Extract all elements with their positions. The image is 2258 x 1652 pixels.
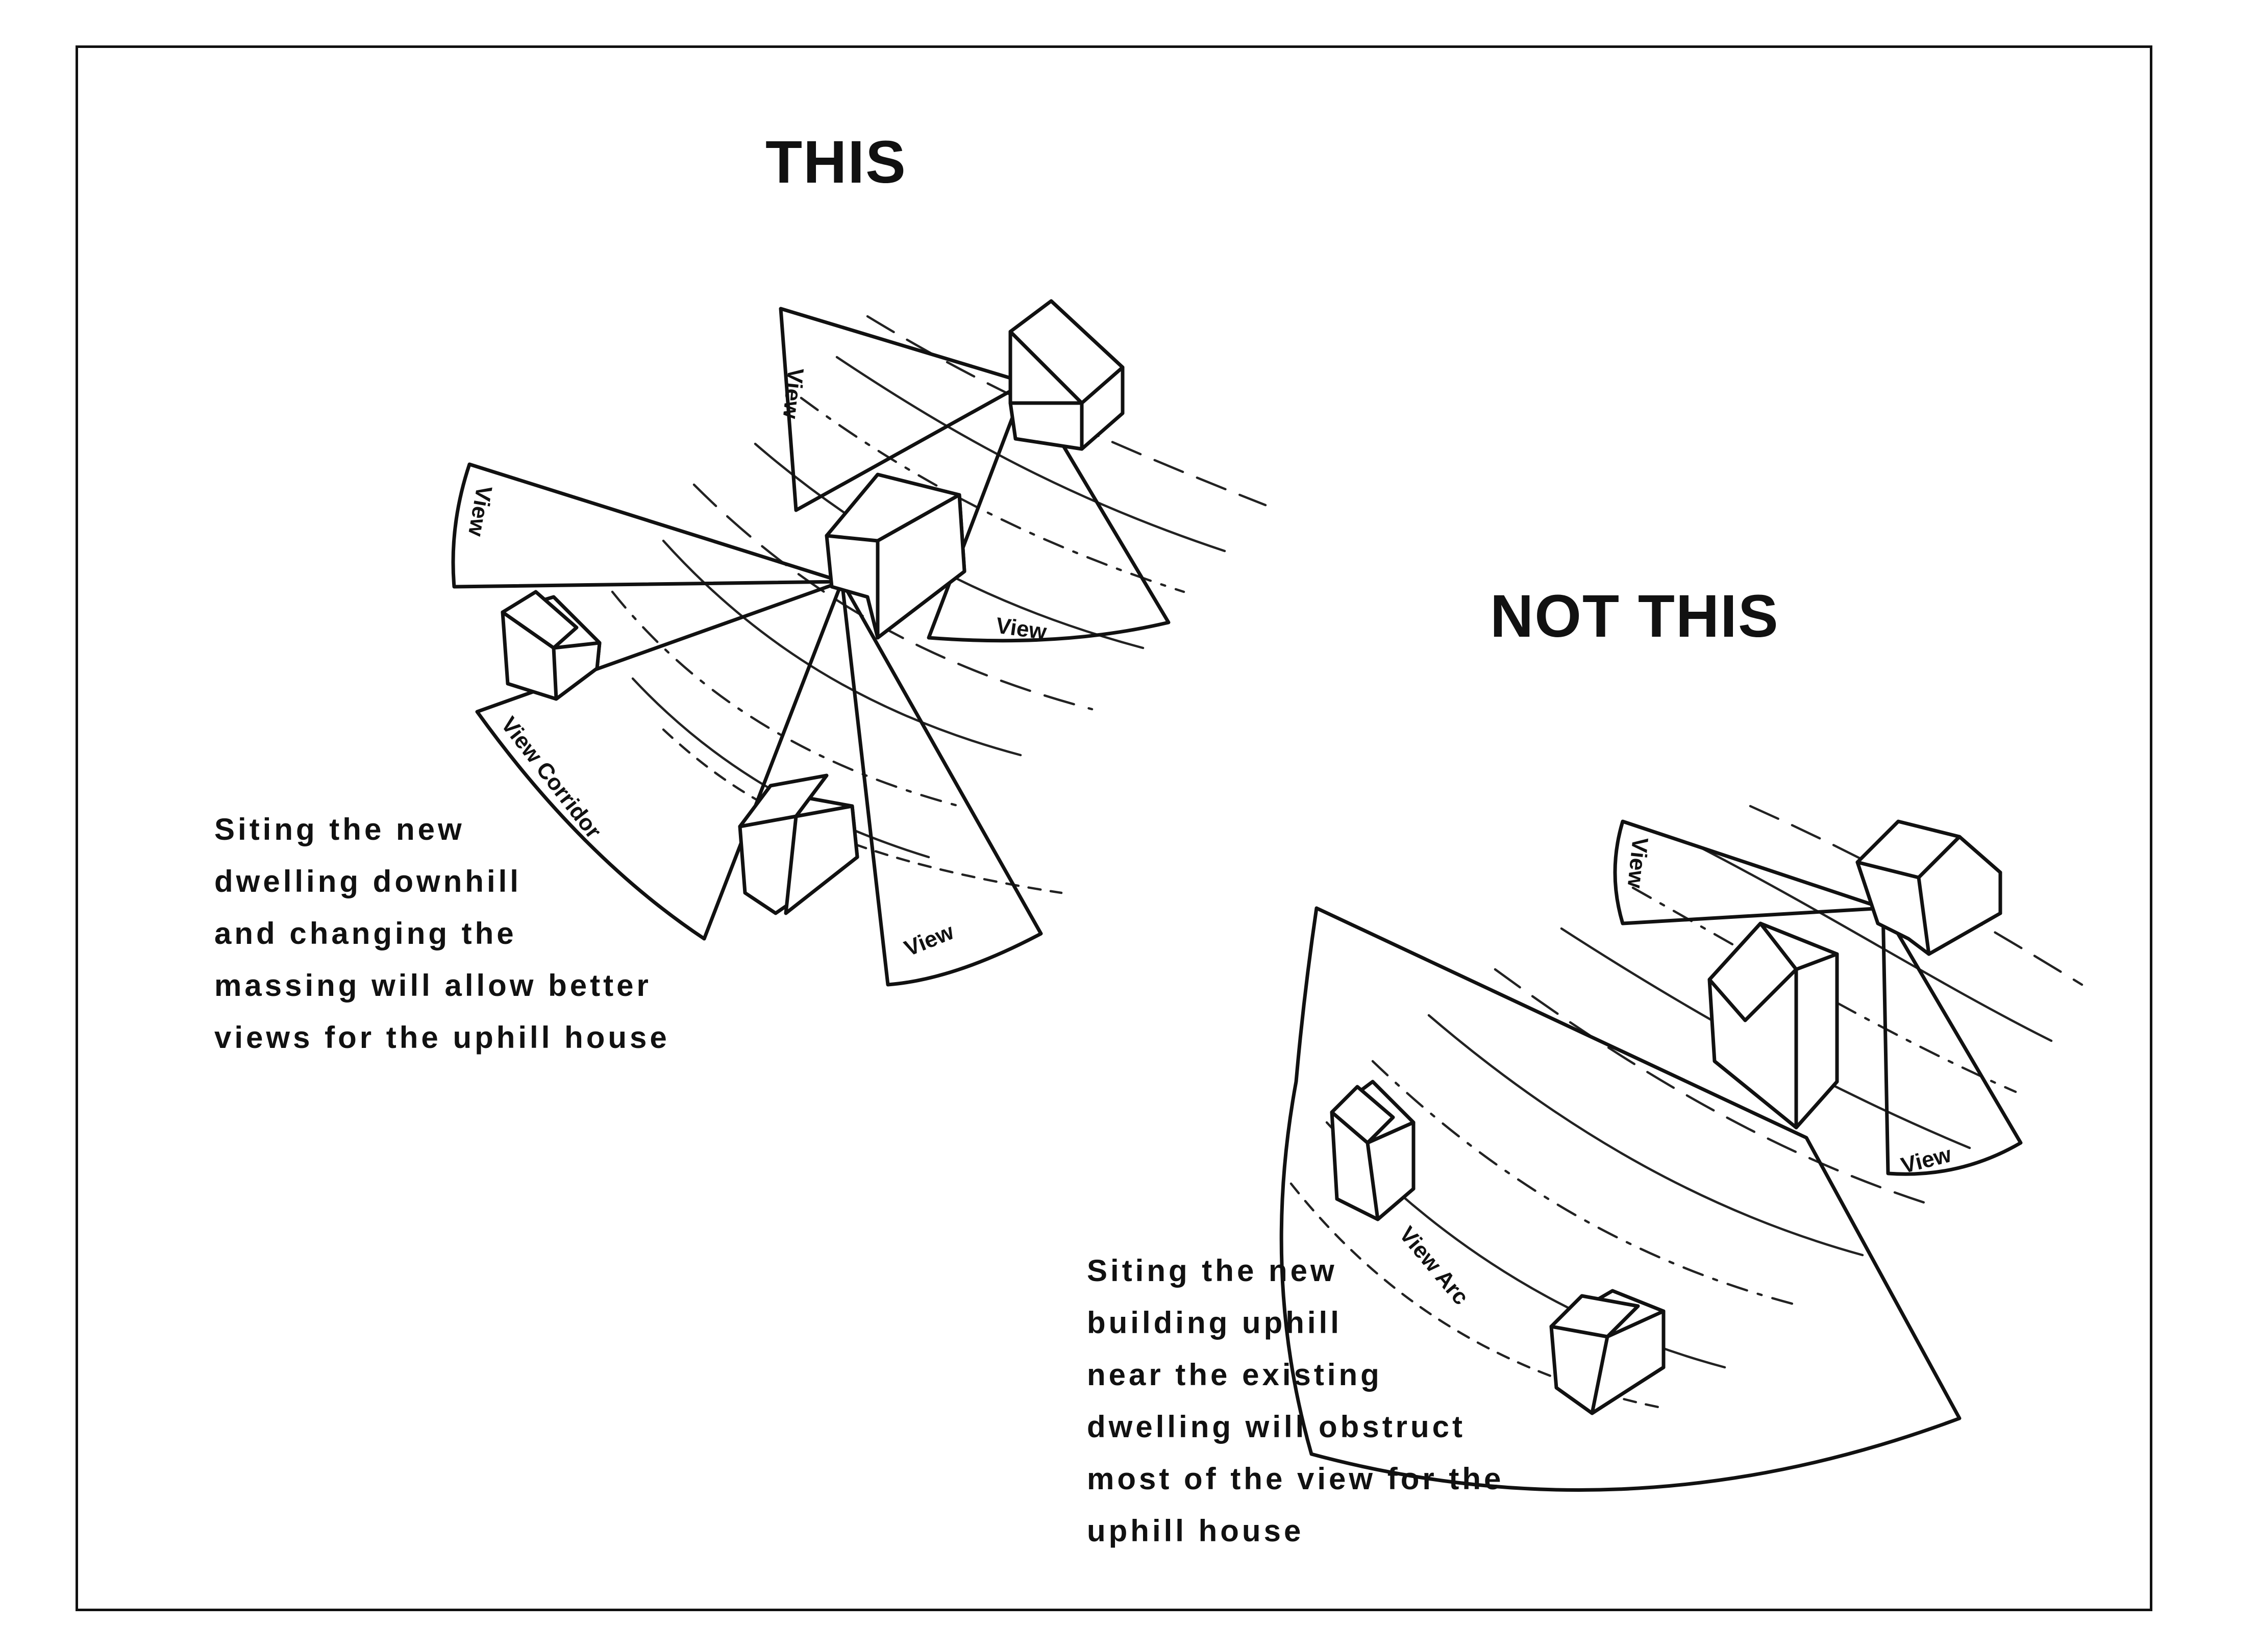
nt-view-label-top: View <box>1623 836 1653 890</box>
view-wedge-top <box>779 307 1028 512</box>
not-this-houses <box>1330 819 2002 1415</box>
nt-new-building-icon <box>1707 921 1839 1130</box>
nt-left-house-icon <box>1330 1080 1416 1221</box>
this-caption-line: views for the uphill house <box>214 1020 670 1055</box>
nt-uphill-house-icon <box>1855 819 2002 956</box>
not-this-caption: Siting the new building uphill near the … <box>1087 1245 1504 1557</box>
not-this-caption-line: near the existing <box>1087 1358 1382 1392</box>
view-wedge-right <box>927 381 1171 643</box>
uphill-house-icon <box>1008 299 1125 451</box>
nt-view-wedge-top <box>1613 819 1885 925</box>
nt-bottom-house-icon <box>1549 1289 1666 1415</box>
this-caption-line: dwelling downhill <box>214 864 522 898</box>
this-caption-line: massing will allow better <box>214 968 652 1003</box>
this-contours <box>611 315 1267 894</box>
left-house-icon <box>501 590 602 701</box>
diagram-frame <box>76 45 2152 1611</box>
view-label-top: View <box>778 367 808 420</box>
this-caption: Siting the new dwelling downhill and cha… <box>214 804 670 1064</box>
view-arc-wedge <box>1279 906 1962 1492</box>
not-this-caption-line: uphill house <box>1087 1514 1304 1548</box>
not-this-heading: NOT THIS <box>1490 583 1779 650</box>
this-view-wedges <box>451 307 1171 987</box>
view-corridor-wedge <box>475 580 844 941</box>
this-heading: THIS <box>765 129 907 196</box>
view-label-bottom: View <box>901 919 957 961</box>
this-houses <box>501 299 1125 915</box>
not-this-caption-line: building uphill <box>1087 1306 1342 1340</box>
not-this-caption-line: most of the view for the <box>1087 1462 1504 1496</box>
nt-view-label-right: View <box>1899 1142 1954 1179</box>
nt-view-wedge-right <box>1881 906 2023 1176</box>
not-this-caption-line: Siting the new <box>1087 1254 1337 1288</box>
this-caption-line: Siting the new <box>214 812 465 846</box>
view-label-left: View <box>463 484 497 538</box>
view-wedge-left <box>451 462 844 589</box>
new-dwelling-icon <box>825 472 966 640</box>
this-caption-line: and changing the <box>214 916 517 950</box>
downhill-house-icon <box>738 773 859 915</box>
not-this-caption-line: dwelling will obstruct <box>1087 1410 1466 1444</box>
view-wedge-bottom <box>840 580 1043 987</box>
